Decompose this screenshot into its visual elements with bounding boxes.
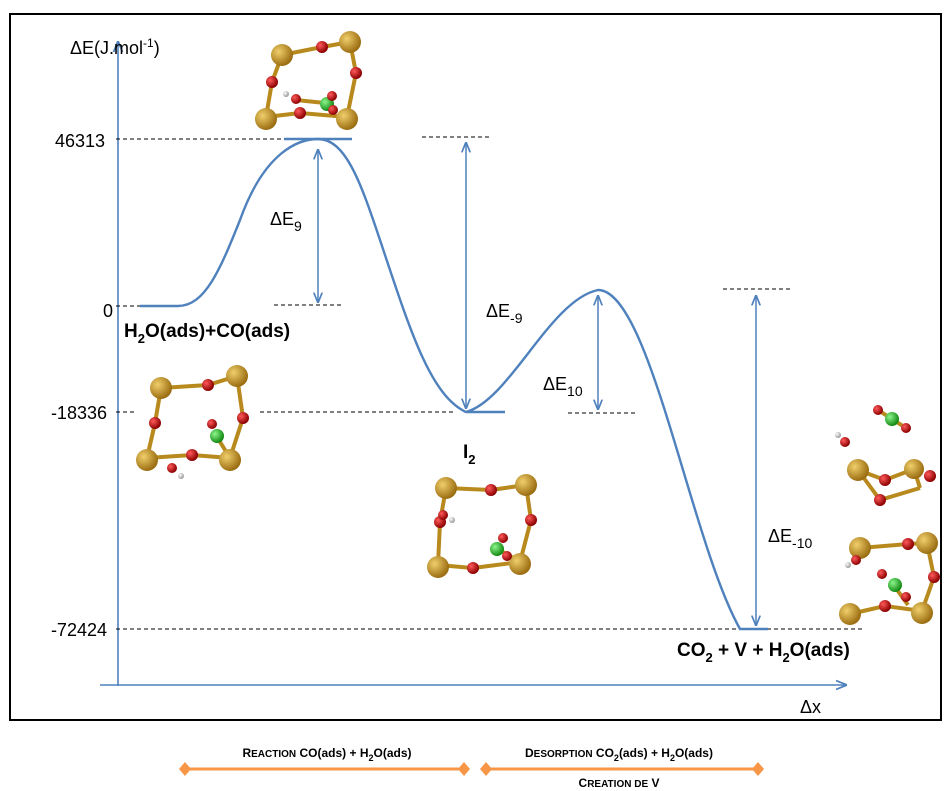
molecule-intermediate [427, 474, 537, 578]
diagram-frame [9, 13, 942, 721]
label-de-minus9: ΔE-9 [486, 301, 523, 326]
state-final-label: CO2 + V + H2O(ads) [677, 640, 850, 665]
y-axis-label: ΔE(J.mol-1) [70, 36, 160, 58]
phase-label-creation: CREATION DE V [579, 776, 660, 790]
phase-label-desorption: DESORPTION CO2(ads) + H2O(ads) [525, 746, 713, 763]
molecule-product-vacancy [839, 532, 940, 625]
tick-46313: 46313 [55, 131, 105, 151]
label-de9: ΔE9 [270, 209, 302, 234]
state-initial-label: H2O(ads)+CO(ads) [124, 321, 290, 346]
reference-lines [116, 136, 865, 630]
state-intermediate-label: I2 [463, 442, 476, 467]
molecule-product-co2 [835, 405, 936, 506]
label-de-minus10: ΔE-10 [768, 526, 812, 551]
molecule-transition-state-1 [255, 31, 362, 130]
phase-label-reaction: REACTION CO(ads) + H2O(ads) [242, 746, 411, 763]
label-de10: ΔE10 [543, 374, 583, 399]
molecule-initial-state [136, 365, 249, 479]
x-axis-label: Δx [800, 697, 821, 717]
tick-minus-72424: -72424 [51, 620, 107, 640]
energy-arrows [318, 143, 756, 625]
phase-bars [179, 762, 764, 776]
tick-0: 0 [103, 301, 113, 321]
tick-minus-18336: -18336 [51, 403, 107, 423]
